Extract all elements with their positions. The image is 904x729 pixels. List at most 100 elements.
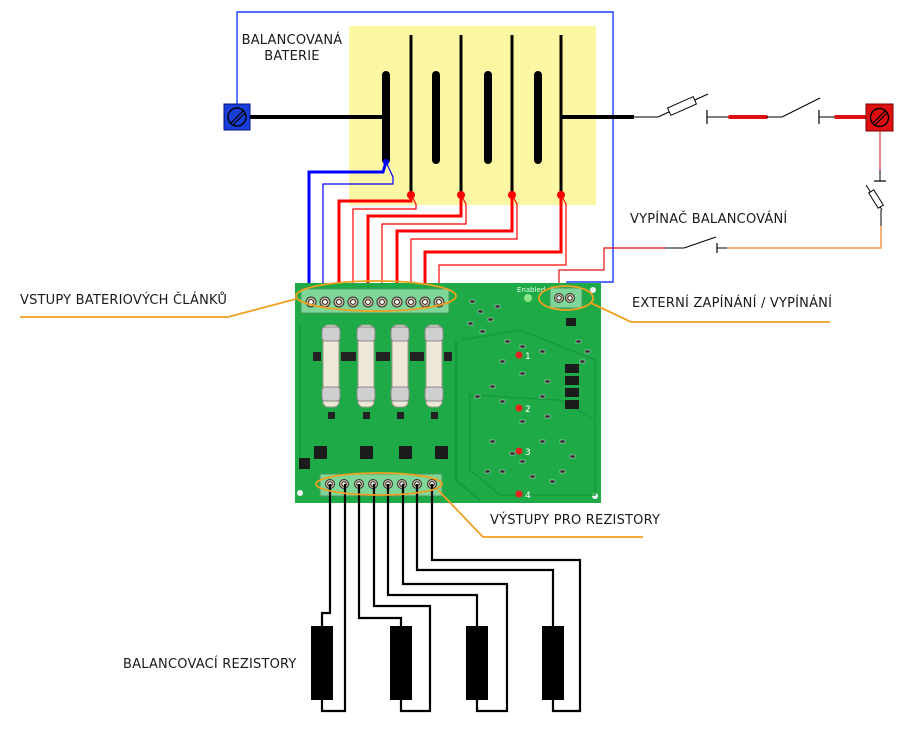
screw-icon bbox=[869, 107, 890, 128]
resistor-lead-in bbox=[320, 484, 332, 626]
balance-resistor-3 bbox=[466, 626, 488, 700]
smd-component bbox=[467, 321, 474, 326]
balance-switch-blade bbox=[683, 236, 717, 249]
external-switch-callout bbox=[538, 285, 594, 311]
resistor-lead-in bbox=[415, 484, 555, 626]
resistor-outputs-callout bbox=[315, 472, 443, 496]
smd-chip bbox=[341, 352, 349, 361]
cell-inputs-callout bbox=[295, 280, 457, 312]
balance-resistors bbox=[311, 626, 564, 700]
smd-component bbox=[529, 474, 536, 479]
smd-component bbox=[494, 304, 501, 309]
smd-component bbox=[569, 454, 576, 459]
balance-resistor-1 bbox=[311, 626, 333, 700]
terminal-screw-hole bbox=[379, 299, 385, 305]
fuse-cap-top bbox=[424, 326, 444, 342]
channel-marker-label: 3 bbox=[525, 448, 531, 458]
terminal-screw-hole bbox=[408, 299, 414, 305]
smd-component bbox=[499, 469, 506, 474]
positive-sense-wire-main bbox=[423, 195, 563, 302]
terminal-screw-hole bbox=[567, 295, 573, 301]
terminal-screw-hole bbox=[436, 299, 442, 305]
terminal-screw-hole bbox=[322, 299, 328, 305]
smd-chip bbox=[431, 412, 438, 419]
terminal-screw-hole bbox=[556, 295, 562, 301]
fuse-cap-bottom bbox=[390, 386, 410, 402]
enabled-led bbox=[524, 294, 532, 302]
pcb-trace bbox=[455, 479, 481, 501]
resistor-lead-out bbox=[372, 484, 432, 713]
smd-component bbox=[499, 399, 506, 404]
smd-component bbox=[519, 344, 526, 349]
fuse-cap-top bbox=[356, 326, 376, 342]
resistor-lead-in bbox=[386, 484, 479, 626]
balance-resistors-label: BALANCOVACÍ REZISTORY bbox=[123, 657, 297, 672]
cell-inputs-label: VSTUPY BATERIOVÝCH ČLÁNKŮ bbox=[20, 293, 228, 308]
smd-component bbox=[489, 384, 496, 389]
optocoupler bbox=[565, 364, 579, 373]
channel-marker-label: 1 bbox=[525, 352, 531, 362]
smd-component bbox=[539, 394, 546, 399]
smd-chip bbox=[348, 352, 356, 361]
positive-sense-wire-main bbox=[337, 195, 413, 302]
channel-led-3 bbox=[515, 447, 523, 455]
positive-sense-wire-thin bbox=[381, 194, 467, 302]
channel-led-2 bbox=[515, 404, 523, 412]
resistor-lead-out bbox=[320, 484, 347, 713]
positive-sense-wire-thin bbox=[438, 194, 567, 302]
smd-component bbox=[579, 359, 586, 364]
smd-component bbox=[504, 339, 511, 344]
smd-component bbox=[539, 439, 546, 444]
smd-component bbox=[559, 439, 566, 444]
fuse-cap-top bbox=[390, 326, 410, 342]
smd-component bbox=[484, 469, 491, 474]
channel-marker-label: 2 bbox=[525, 405, 531, 415]
resistor-lead-out bbox=[430, 484, 582, 713]
external-enable-wire bbox=[558, 247, 665, 296]
terminal-screw-hole bbox=[350, 299, 356, 305]
positive-sense-wire-main bbox=[395, 195, 514, 302]
pcb-trace bbox=[461, 329, 596, 420]
voltage-regulator bbox=[566, 318, 576, 326]
fuse-cap-bottom bbox=[424, 386, 444, 402]
smd-component bbox=[489, 439, 496, 444]
battery-background bbox=[349, 26, 596, 205]
smd-chip bbox=[397, 412, 404, 419]
smd-component bbox=[539, 349, 546, 354]
smd-component bbox=[477, 309, 484, 314]
resistor-outputs-leader bbox=[437, 489, 643, 538]
mosfet bbox=[435, 446, 448, 459]
smd-chip bbox=[313, 352, 321, 361]
smd-component bbox=[474, 394, 481, 399]
smd-chip bbox=[444, 352, 452, 361]
resistor-lead-in bbox=[357, 484, 403, 626]
mosfet bbox=[399, 446, 412, 459]
ic-chip bbox=[299, 458, 310, 469]
smd-chip bbox=[363, 412, 370, 419]
external-switch-leader bbox=[590, 302, 830, 323]
terminal-screw-hole bbox=[365, 299, 371, 305]
negative-sense-wire-main bbox=[307, 161, 388, 302]
smd-component bbox=[509, 451, 516, 456]
mosfet bbox=[360, 446, 373, 459]
smd-component bbox=[575, 339, 582, 344]
smd-component bbox=[519, 419, 526, 424]
optocoupler bbox=[565, 400, 579, 409]
smd-chip bbox=[376, 352, 384, 361]
smd-component bbox=[499, 359, 506, 364]
switch-loop-wire bbox=[727, 226, 882, 249]
smd-chip bbox=[382, 352, 390, 361]
smd-chip bbox=[328, 412, 335, 419]
main-switch-blade bbox=[781, 97, 821, 118]
branch-fuse bbox=[867, 189, 885, 209]
main-fuse bbox=[666, 95, 698, 117]
cell-inputs-leader bbox=[20, 298, 297, 318]
smd-component bbox=[519, 459, 526, 464]
minus-terminal bbox=[223, 103, 251, 131]
resistor-outputs-label: VÝSTUPY PRO REZISTORY bbox=[490, 513, 661, 528]
smd-component bbox=[519, 371, 526, 376]
smd-chip bbox=[410, 352, 418, 361]
resistor-wires bbox=[320, 484, 582, 713]
mounting-hole bbox=[590, 287, 596, 293]
